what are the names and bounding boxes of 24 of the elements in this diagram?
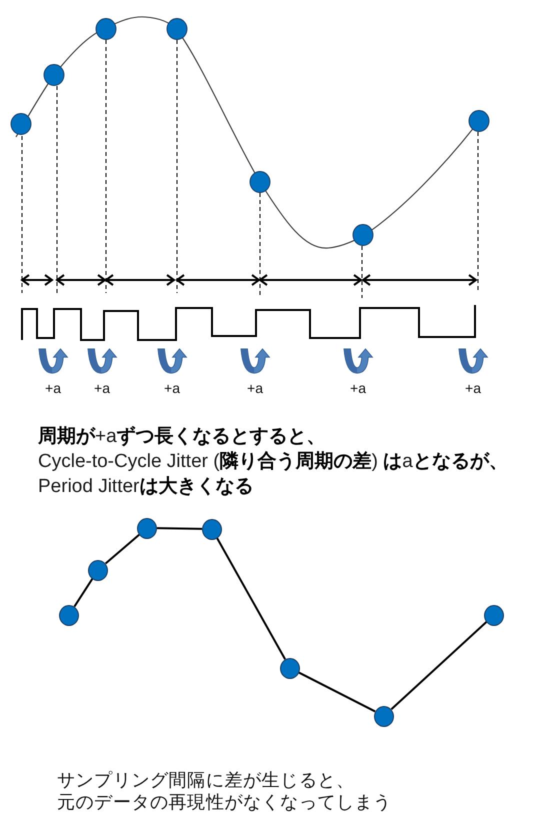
increment-label: +a xyxy=(94,380,110,396)
sample-dot xyxy=(484,604,504,626)
sample-dot xyxy=(280,658,300,678)
increment-label: +a xyxy=(350,380,366,396)
sample-dot xyxy=(59,604,79,626)
sample-dot xyxy=(137,518,157,538)
connector-line xyxy=(390,621,488,710)
connector-line xyxy=(74,578,94,608)
explanation-text: 周期が+aずつ長くなるとすると、 xyxy=(38,425,326,448)
connector-line xyxy=(298,672,376,712)
explanation-text: Period Jitterは大きくなる xyxy=(38,475,254,498)
increment-label: +a xyxy=(164,380,180,396)
caption-text: 元のデータの再現性がなくなってしまう xyxy=(57,792,392,812)
sample-dot xyxy=(202,518,222,540)
caption-text: サンプリング間隔に差が生じると、 xyxy=(57,770,355,790)
sample-dot xyxy=(374,706,394,726)
connector-line xyxy=(104,534,140,564)
sample-dot xyxy=(88,560,108,580)
increment-label: +a xyxy=(465,380,481,396)
connector-line xyxy=(216,537,286,660)
connector-line xyxy=(156,527,202,530)
increment-label: +a xyxy=(45,380,61,396)
explanation-text: Cycle-to-Cycle Jitter (隣り合う周期の差) はaとなるが、 xyxy=(38,450,508,473)
increment-label: +a xyxy=(247,380,263,396)
